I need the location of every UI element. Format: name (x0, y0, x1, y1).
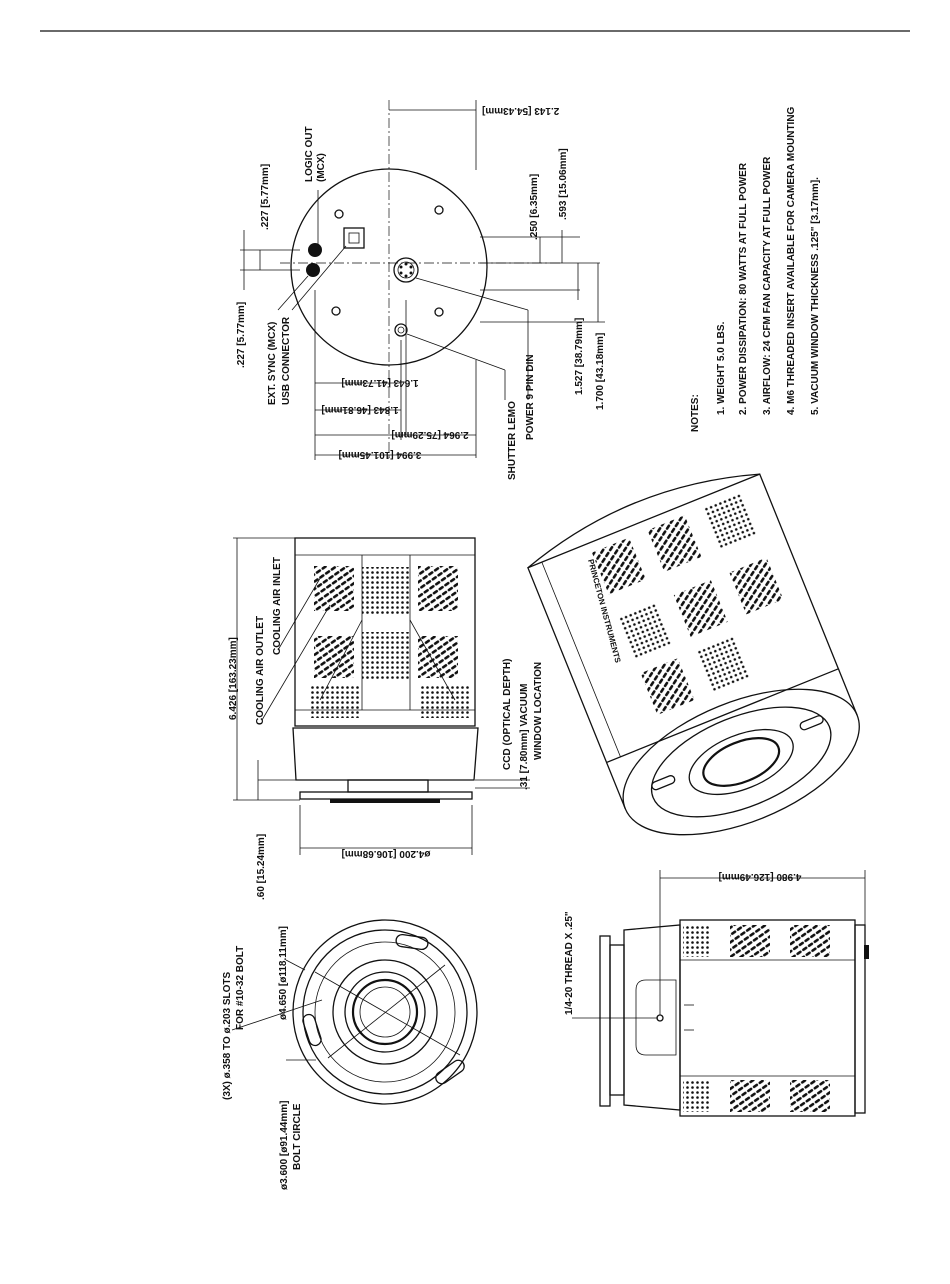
vent-slots (314, 566, 354, 611)
mounting-slot (435, 1059, 465, 1085)
rear-view-labels: 2.143 [54.43mm] .227 [5.77mm] .227 [5.77… (236, 105, 606, 480)
logic-out-connector (308, 243, 322, 257)
notes-title: NOTES: (690, 394, 701, 432)
dim-060: .60 [15.24mm] (256, 834, 267, 900)
note-item: 3. AIRFLOW: 24 CFM FAN CAPACITY AT FULL … (762, 156, 773, 415)
mounting-slot (302, 1013, 322, 1047)
vacuum-window-label: .31 [7.80mm] VACUUM (519, 683, 530, 790)
vent-grille (420, 686, 470, 718)
bottom-view (572, 870, 869, 1117)
dim-250: .250 [6.35mm] (529, 174, 540, 240)
side-view (233, 537, 530, 855)
bolt-circle-sub-label: BOLT CIRCLE (292, 1103, 303, 1170)
vent-slots (418, 566, 458, 611)
screw-icon (334, 209, 344, 219)
note-item: 4. M6 THREADED INSERT AVAILABLE FOR CAME… (786, 106, 797, 415)
bolt-circle-label: ø3.600 [ø91.44mm] (279, 1101, 290, 1191)
slots-sub-label: FOR #10-32 BOLT (235, 946, 246, 1030)
ccd-optical-depth-label: CCD (OPTICAL DEPTH) (502, 659, 513, 770)
vent-slots (418, 636, 458, 678)
shutter-lemo-label: SHUTTER LEMO (507, 401, 518, 480)
dim-227-bottom: .227 [5.77mm] (236, 302, 247, 368)
rear-view (240, 100, 605, 460)
logic-out-label: LOGIC OUT (304, 126, 315, 182)
bottom-flange (599, 935, 611, 1107)
usb-connector-label: USB CONNECTOR (281, 316, 292, 405)
vent-grille (362, 632, 410, 680)
power-din-connector (393, 257, 419, 283)
front-view-labels: (3X) ø.358 TO ø.203 SLOTS FOR #10-32 BOL… (222, 926, 303, 1190)
dim-1527: 1.527 [38.79mm] (574, 318, 585, 395)
cooling-air-outlet-label: COOLING AIR OUTLET (255, 616, 266, 725)
front-view (231, 919, 478, 1105)
dim-2964: 2.964 [75.29mm] (391, 429, 468, 440)
vent-slots (314, 636, 354, 678)
power-din-label: POWER 9 PIN DIN (525, 354, 536, 440)
note-item: 5. VACUUM WINDOW THICKNESS .125" [3.17mm… (810, 177, 821, 415)
usb-connector-icon (343, 227, 365, 249)
dim-227-top: .227 [5.77mm] (260, 164, 271, 230)
logic-out-sub-label: (MCX) (316, 153, 327, 182)
dim-1643: 1.643 [41.73mm] (341, 377, 418, 388)
vacuum-window-sub-label: WINDOW LOCATION (533, 662, 544, 760)
thread-label: 1/4-20 THREAD X .25" (564, 911, 575, 1015)
dim-2143: 2.143 [54.43mm] (482, 105, 559, 116)
slots-label: (3X) ø.358 TO ø.203 SLOTS (222, 971, 233, 1100)
screw-icon (434, 205, 444, 215)
notes-block: NOTES: 1. WEIGHT 5.0 LBS. 2. POWER DISSI… (690, 106, 821, 432)
screw-icon (331, 306, 341, 316)
camera-body (294, 537, 476, 727)
note-item: 2. POWER DISSIPATION: 80 WATTS AT FULL P… (738, 162, 749, 415)
cooling-air-inlet-label: COOLING AIR INLET (272, 557, 283, 655)
screw-icon (434, 307, 444, 317)
vent-grille (310, 686, 360, 718)
front-lens-window (351, 978, 419, 1046)
ext-sync-connector (306, 263, 320, 277)
dim-4980: 4.980 [126.49mm] (719, 871, 802, 882)
side-view-labels: 6.426 [163.23mm] .60 [15.24mm] ø4.200 [1… (228, 557, 544, 900)
mounting-slot (395, 933, 429, 951)
iso-lens-window (702, 737, 781, 787)
isometric-view (527, 473, 860, 836)
mounting-flange (299, 791, 473, 800)
iso-front-ring (622, 688, 860, 836)
dim-3994: 3.994 [101.45mm] (339, 449, 422, 460)
dim-dia-4200: ø4.200 [106.68mm] (342, 848, 431, 859)
dim-593: .593 [15.06mm] (558, 148, 569, 220)
front-outer-circle (292, 919, 478, 1105)
outer-dia-label: ø4.650 [ø118.11mm] (278, 926, 289, 1020)
dim-6426: 6.426 [163.23mm] (228, 637, 239, 720)
dim-1700: 1.700 [43.18mm] (595, 333, 606, 410)
bottom-view-labels: 1/4-20 THREAD X .25" 4.980 [126.49mm] (564, 871, 801, 1015)
vent-grille (362, 567, 410, 615)
shutter-lemo-connector (394, 323, 408, 337)
note-item: 1. WEIGHT 5.0 LBS. (716, 321, 727, 415)
dim-1843: 1.843 [46.81mm] (321, 404, 398, 415)
ext-sync-label: EXT. SYNC (MCX) (267, 322, 278, 405)
